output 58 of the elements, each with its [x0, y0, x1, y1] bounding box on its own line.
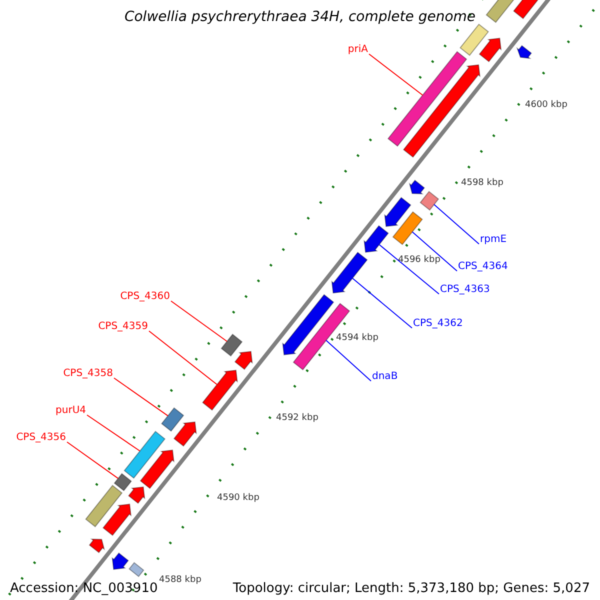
gene-bar [173, 421, 197, 447]
gene-bar [384, 196, 412, 227]
gene-label: CPS_4356 [16, 431, 66, 444]
genome-summary: Topology: circular; Length: 5,373,180 bp; Genes: 5,027 [232, 581, 590, 596]
gene-bar [282, 294, 334, 356]
gene-label: purU4 [56, 404, 86, 417]
gene-bar [128, 562, 144, 578]
gene-label: priA [348, 43, 368, 56]
gene-bar [364, 225, 389, 253]
gene-label: dnaB [372, 370, 398, 383]
leader-line [434, 204, 480, 244]
map-title: Colwellia psychrerythraea 34H, complete genome [123, 9, 477, 26]
scale-label: 4592 kbp [276, 413, 318, 424]
gene-bar [124, 430, 166, 479]
gene-bar [420, 190, 440, 211]
gene-label: CPS_4363 [440, 283, 490, 296]
gene-bar [112, 552, 129, 570]
gene-bar [85, 484, 123, 528]
gene-label: CPS_4364 [458, 260, 508, 273]
scale-label: 4596 kbp [398, 255, 440, 266]
scale-label: 4598 kbp [461, 178, 504, 189]
scale-label: 4594 kbp [336, 333, 378, 344]
scale-label: 4588 kbp [159, 575, 202, 586]
gene-label: CPS_4359 [98, 320, 148, 333]
gene-bar [234, 350, 253, 370]
gene-bar [478, 38, 502, 62]
gene-bar [392, 211, 423, 246]
gene-bar [114, 473, 132, 492]
leader-line [66, 442, 119, 479]
leader-line [352, 278, 412, 328]
gene-label: CPS_4362 [413, 317, 463, 330]
gene-label: CPS_4358 [63, 367, 113, 380]
leader-line [368, 54, 424, 96]
gene-bar [460, 24, 489, 56]
gene-bar [220, 334, 243, 357]
leader-line [412, 231, 458, 272]
gene-bar [88, 538, 106, 554]
gene-bar [331, 252, 368, 294]
accession-text: Accession: NC_003910 [10, 581, 158, 596]
scale-label: 4600 kbp [525, 100, 568, 111]
gene-bar [402, 64, 480, 158]
gene-bar [387, 51, 468, 147]
leader-line [170, 300, 228, 342]
leader-line [86, 414, 140, 452]
gene-label: rpmE [480, 233, 507, 246]
gene-bar [516, 45, 532, 59]
gene-bar [202, 370, 238, 411]
gene-bar [128, 486, 146, 504]
gene-bar [140, 450, 174, 490]
scale-label: 4590 kbp [217, 493, 260, 504]
gene-bar [408, 180, 426, 194]
leader-line [326, 340, 372, 382]
gene-label: CPS_4360 [120, 290, 170, 303]
leader-line [114, 378, 168, 416]
leader-line [148, 330, 218, 386]
gene-bar [160, 407, 184, 432]
gene-bar [102, 504, 132, 536]
leader-line [378, 244, 440, 294]
